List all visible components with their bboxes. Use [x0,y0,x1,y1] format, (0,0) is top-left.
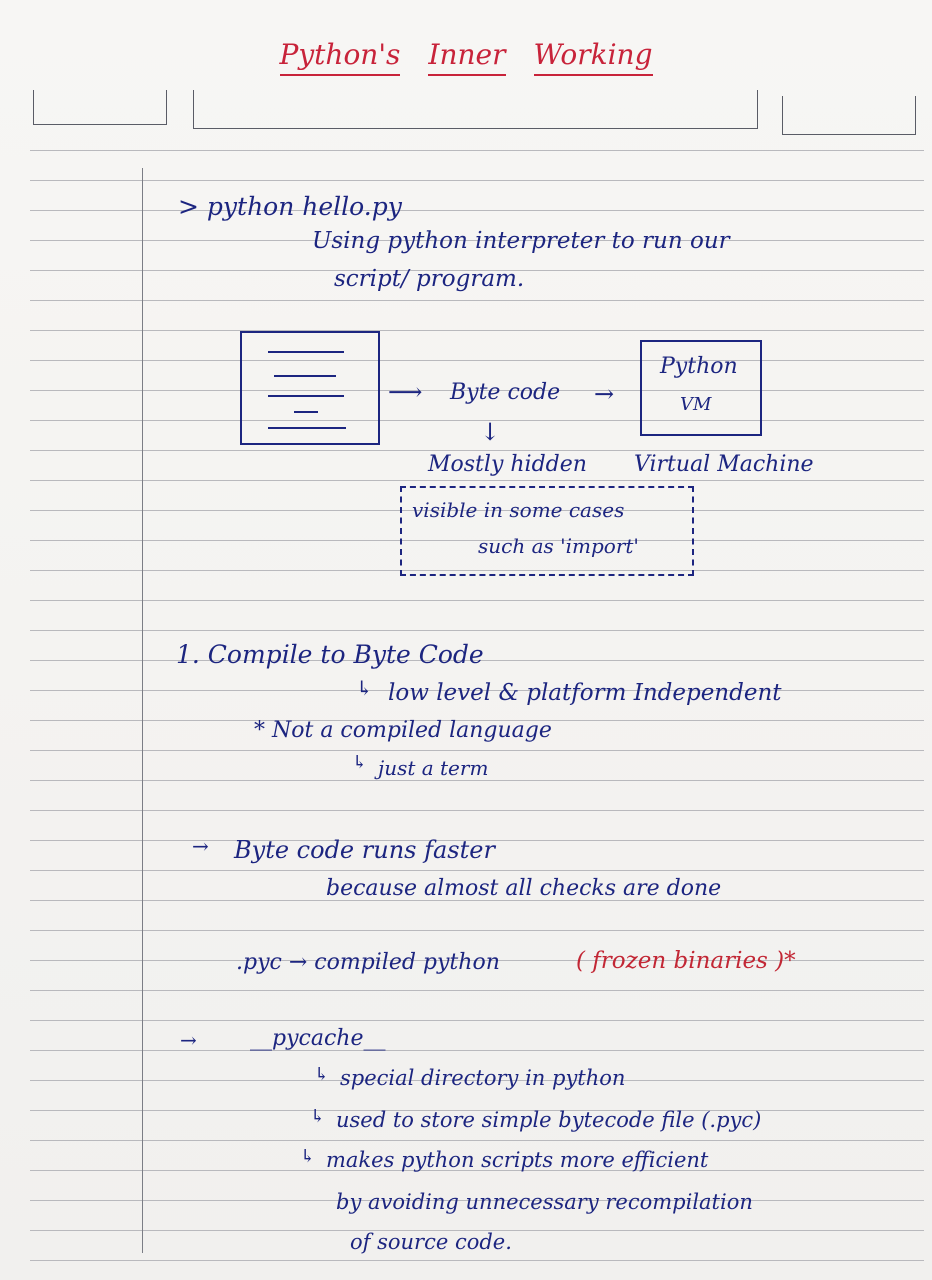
virtual-machine-label: Virtual Machine [634,452,814,477]
arrow-down-icon: ↓ [480,418,501,446]
sub-arrow-icon: ↳ [314,1064,330,1085]
pycache-heading: __pycache__ [250,1026,386,1051]
margin-line [142,168,143,1253]
not-compiled-note: * Not a compiled language [254,718,552,743]
sub-arrow-icon: ↳ [300,1146,316,1167]
command-description-line-1: Using python interpreter to run our [312,228,730,254]
import-note-line-1: visible in some cases [412,498,625,522]
pycache-line-3: makes python scripts more efficient [326,1148,709,1172]
pycache-line-4: by avoiding unnecessary recompilation [336,1190,753,1214]
pycache-line-2: used to store simple bytecode file (.pyc… [336,1108,762,1132]
pycache-line-5: of source code. [350,1230,512,1254]
title-word-2: Inner [428,38,506,76]
page-title: Python's Inner Working [0,38,932,76]
python-vm-box: Python VM [640,340,762,436]
byte-code-faster-reason: because almost all checks are done [326,876,722,901]
bullet-arrow-icon: → [180,1028,197,1052]
mostly-hidden-label: Mostly hidden [428,452,587,477]
byte-code-faster-heading: Byte code runs faster [234,836,495,864]
header-box-left [33,90,167,125]
pycache-line-1: special directory in python [340,1066,626,1090]
header-box-right [782,96,916,135]
compile-subpoint: low level & platform Independent [388,680,782,706]
compile-heading: 1. Compile to Byte Code [176,640,484,669]
arrow-right-icon: ⟶ [388,378,423,406]
sub-arrow-icon: ↳ [310,1106,326,1127]
arrow-right-icon: → [594,380,615,408]
vm-label-line-1: Python [660,354,738,379]
just-a-term-note: just a term [378,756,489,780]
sub-arrow-icon: ↳ [352,752,368,773]
import-note-box [400,486,694,576]
python-command: > python hello.py [178,192,402,221]
vm-label-line-2: VM [680,394,712,415]
frozen-binaries-note: ( frozen binaries )* [576,948,796,974]
title-word-1: Python's [279,38,401,76]
sub-arrow-icon: ↳ [356,676,373,700]
header-box-middle [193,90,758,129]
import-note-line-2: such as 'import' [478,534,639,558]
source-file-icon [240,331,380,445]
pyc-definition: .pyc → compiled python [236,950,500,975]
byte-code-label: Byte code [450,380,561,405]
bullet-arrow-icon: → [192,834,209,858]
command-description-line-2: script/ program. [334,266,525,292]
title-word-3: Working [533,38,653,76]
